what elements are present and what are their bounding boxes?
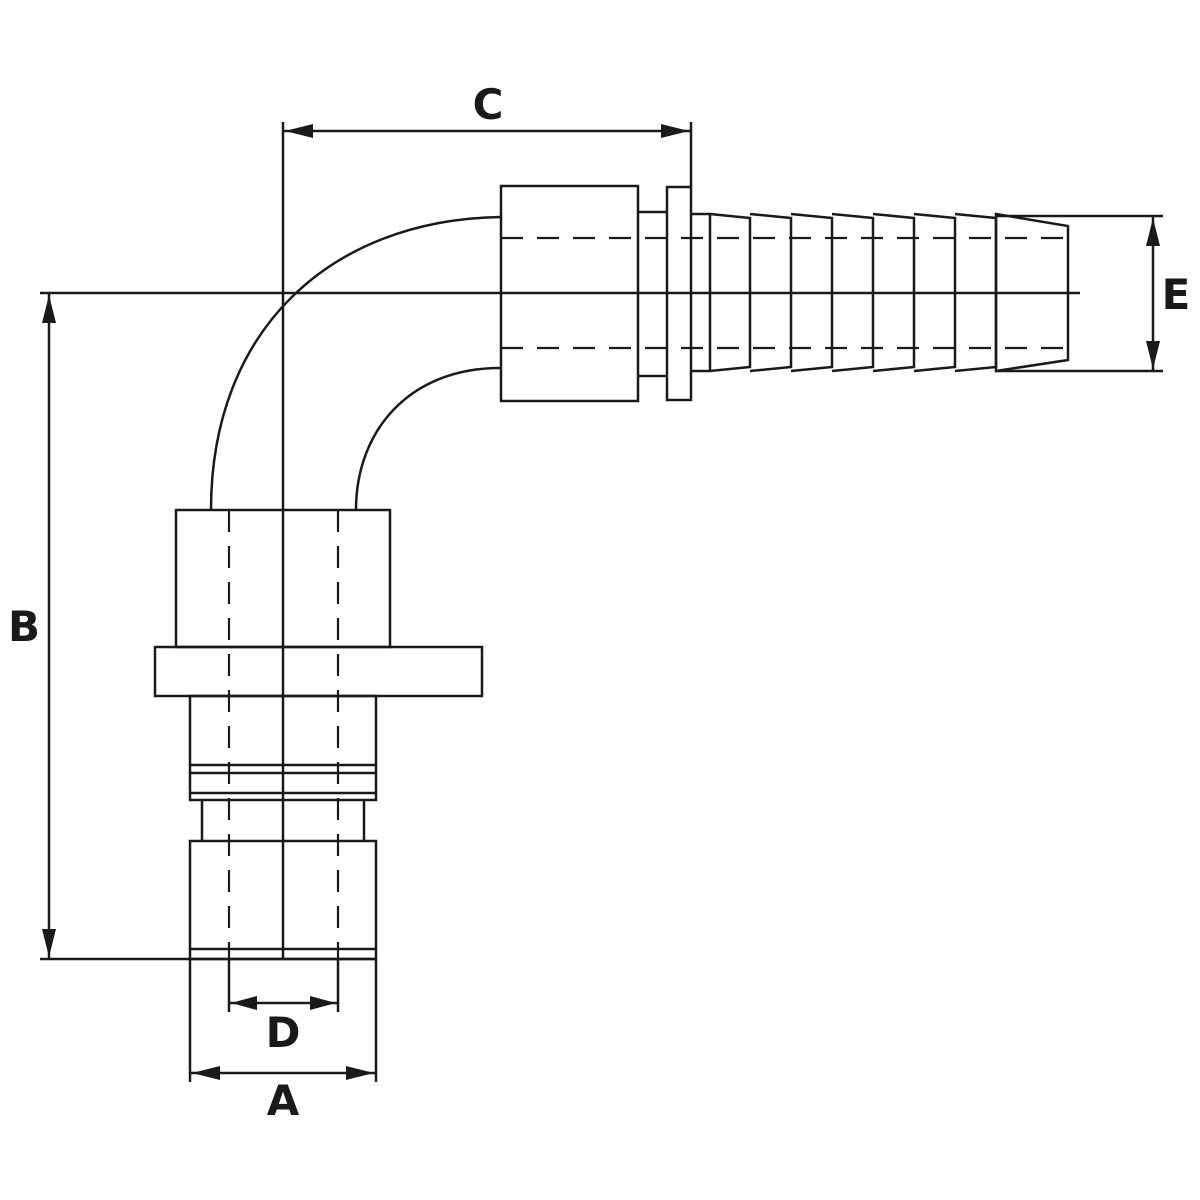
dimension-c: C xyxy=(283,80,693,187)
elbow-inner-curve xyxy=(354,366,501,511)
arrowhead xyxy=(42,295,56,323)
dimension-b: B xyxy=(8,293,376,961)
arrowhead xyxy=(310,996,336,1010)
dimension-label-e: E xyxy=(1162,270,1191,319)
centerlines xyxy=(40,122,1080,959)
body-neck xyxy=(200,800,366,841)
hidden-bore-lines xyxy=(227,236,1068,959)
barb xyxy=(708,212,752,373)
dimension-label-a: A xyxy=(267,1076,300,1125)
flange-plate xyxy=(153,645,484,698)
dimension-label-b: B xyxy=(8,602,40,651)
arrowhead xyxy=(192,1066,220,1080)
arrowhead xyxy=(42,929,56,957)
dimension-a: A xyxy=(188,959,378,1125)
arrowhead xyxy=(346,1066,374,1080)
horizontal-neck xyxy=(638,210,667,378)
arrowhead xyxy=(231,996,257,1010)
arrowhead xyxy=(1146,218,1160,246)
arrowhead xyxy=(1146,341,1160,369)
dimension-e: E xyxy=(996,214,1191,373)
hose-tail-tip xyxy=(994,212,1070,373)
dimension-label-d: D xyxy=(266,1008,301,1057)
arrowhead xyxy=(661,124,689,138)
dimension-d: D xyxy=(227,959,340,1057)
elbow-outer-curve xyxy=(209,215,501,511)
dimension-label-c: C xyxy=(473,80,504,129)
elbow-bend xyxy=(209,215,501,511)
arrowhead xyxy=(285,124,313,138)
